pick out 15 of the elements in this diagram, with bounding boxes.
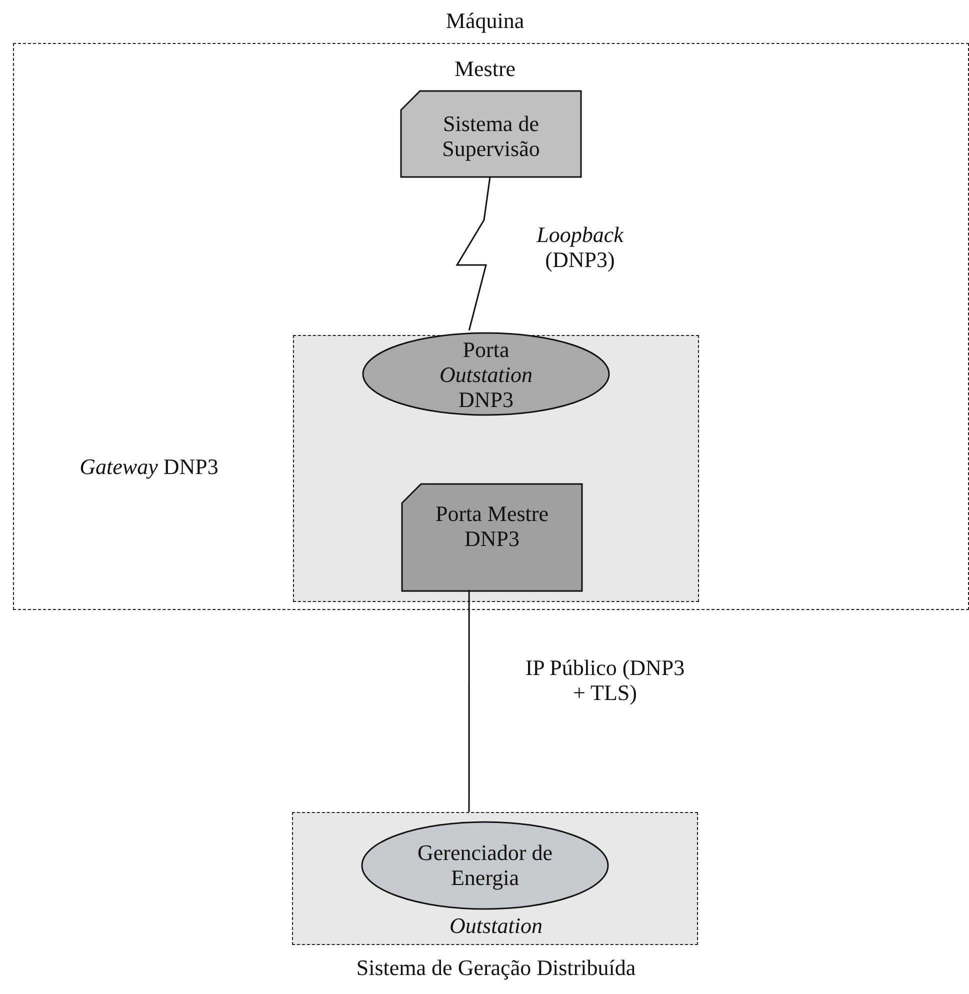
- node-label: Gerenciador de Energia: [416, 840, 554, 890]
- manager-ellipse: [361, 821, 609, 910]
- process-card: [400, 90, 582, 178]
- zigzag-connector: [456, 176, 491, 330]
- node-label: Mestre: [453, 56, 517, 81]
- port-ellipse: [362, 332, 610, 416]
- caption-label: Gateway DNP3: [78, 454, 220, 479]
- node-label: Porta Mestre DNP3: [434, 501, 550, 551]
- node-label: Outstation: [448, 913, 544, 938]
- port-card: [401, 483, 583, 592]
- connector-line: [468, 590, 470, 812]
- node-label: Sistema de Supervisão: [441, 111, 541, 161]
- node-label: Máquina: [444, 8, 526, 33]
- node-label: Porta Outstation DNP3: [438, 337, 534, 412]
- caption-label: Sistema de Geração Distribuída: [355, 955, 637, 980]
